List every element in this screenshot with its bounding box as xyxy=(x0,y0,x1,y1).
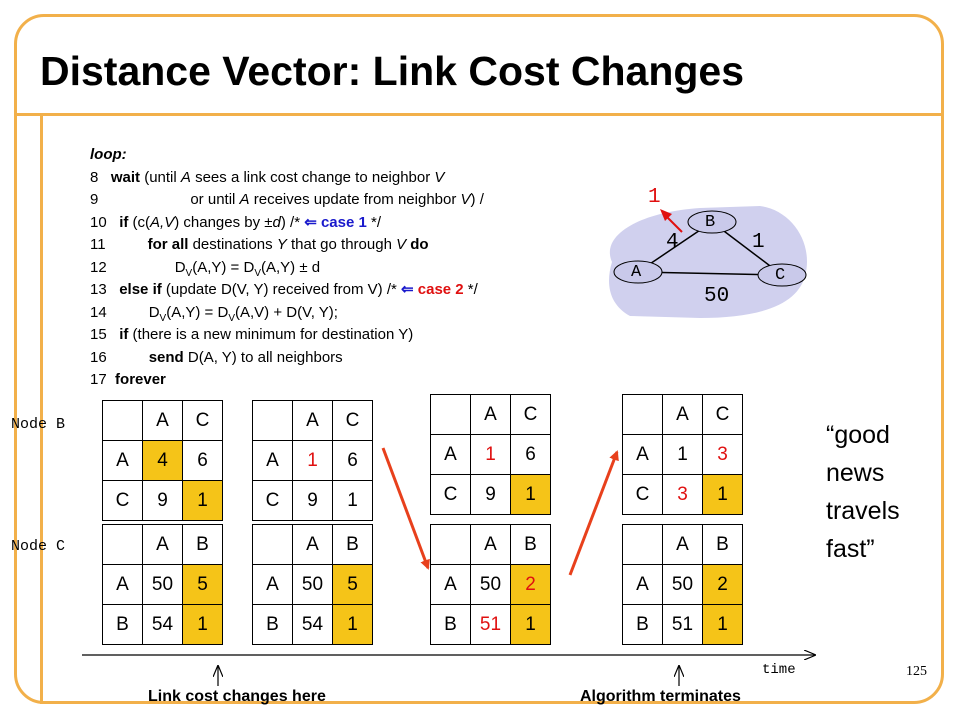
row-header: B xyxy=(252,604,293,645)
cell: 50 xyxy=(292,564,333,605)
caption-terminates: Algorithm terminates xyxy=(580,688,741,705)
cell: 1 xyxy=(182,480,223,521)
cell: 5 xyxy=(182,564,223,605)
page-number: 125 xyxy=(906,664,927,679)
col-header: C xyxy=(182,400,223,441)
code-line-10: 10 if (c(A,V) changes by ±d) /* ⇐ case 1… xyxy=(90,213,382,231)
row-header: C xyxy=(430,474,471,515)
col-header: B xyxy=(510,524,551,565)
row-header: A xyxy=(430,564,471,605)
row-header: A xyxy=(102,440,143,481)
cell: 3 xyxy=(702,434,743,475)
graph-cloud xyxy=(609,206,807,318)
col-header: A xyxy=(470,394,511,435)
row-label-node-b: Node B xyxy=(11,416,66,433)
code-line-loop: loop: xyxy=(90,146,127,163)
row-header: A xyxy=(252,564,293,605)
cell: 1 xyxy=(702,474,743,515)
row-header: B xyxy=(430,604,471,645)
col-header: A xyxy=(292,524,333,565)
cost-change-arrowhead xyxy=(660,209,672,221)
cell: 9 xyxy=(470,474,511,515)
row-header: A xyxy=(622,434,663,475)
col-header: A xyxy=(662,524,703,565)
cell: 50 xyxy=(470,564,511,605)
cell: 54 xyxy=(142,604,183,645)
pseudocode: loop: 8 wait (until A sees a link cost c… xyxy=(90,144,484,392)
node-b xyxy=(687,210,737,234)
update-arrow-c-to-b xyxy=(568,450,619,576)
slide-title: Distance Vector: Link Cost Changes xyxy=(40,48,745,94)
cell: 6 xyxy=(182,440,223,481)
edge-ab-new-cost: 1 xyxy=(648,186,661,209)
cell: 1 xyxy=(332,480,373,521)
cell: 1 xyxy=(182,604,223,645)
side-divider xyxy=(40,113,43,704)
cell: 50 xyxy=(662,564,703,605)
good-news-quote: “good news travels fast” xyxy=(826,421,900,563)
cell: 54 xyxy=(292,604,333,645)
cell: 1 xyxy=(510,474,551,515)
time-label: time xyxy=(762,662,796,678)
col-header: A xyxy=(470,524,511,565)
col-header: A xyxy=(662,394,703,435)
edge-ab-cost: 4 xyxy=(666,231,679,254)
node-b-label: B xyxy=(705,213,716,232)
cell: 5 xyxy=(332,564,373,605)
cell: 2 xyxy=(702,564,743,605)
col-header: A xyxy=(292,400,333,441)
row-header: B xyxy=(622,604,663,645)
row-header: A xyxy=(622,564,663,605)
cell: 51 xyxy=(662,604,703,645)
node-c xyxy=(757,263,807,287)
node-a-label: A xyxy=(631,263,642,282)
update-arrow-b-to-c xyxy=(381,447,430,570)
edge-bc-cost: 1 xyxy=(752,231,765,254)
cell: 1 xyxy=(332,604,373,645)
col-header: B xyxy=(332,524,373,565)
slide-frame xyxy=(14,14,944,704)
title-divider xyxy=(14,113,944,116)
row-header: A xyxy=(430,434,471,475)
cell: 1 xyxy=(702,604,743,645)
code-line-15: 15 if (there is a new minimum for destin… xyxy=(90,326,414,343)
col-header: C xyxy=(332,400,373,441)
caption-link-change: Link cost changes here xyxy=(148,688,326,705)
cell: 1 xyxy=(510,604,551,645)
col-header: C xyxy=(510,394,551,435)
row-label-node-c: Node C xyxy=(11,538,66,555)
code-line-17: 17 forever xyxy=(90,371,166,388)
row-header: C xyxy=(252,480,293,521)
cell: 4 xyxy=(142,440,183,481)
code-line-13: 13 else if (update D(V, Y) received from… xyxy=(90,281,478,298)
edge-ac-cost: 50 xyxy=(704,285,730,308)
code-line-8: 8 wait (until A sees a link cost change … xyxy=(90,168,445,186)
node-a xyxy=(613,260,663,284)
node-c-label: C xyxy=(775,266,786,285)
